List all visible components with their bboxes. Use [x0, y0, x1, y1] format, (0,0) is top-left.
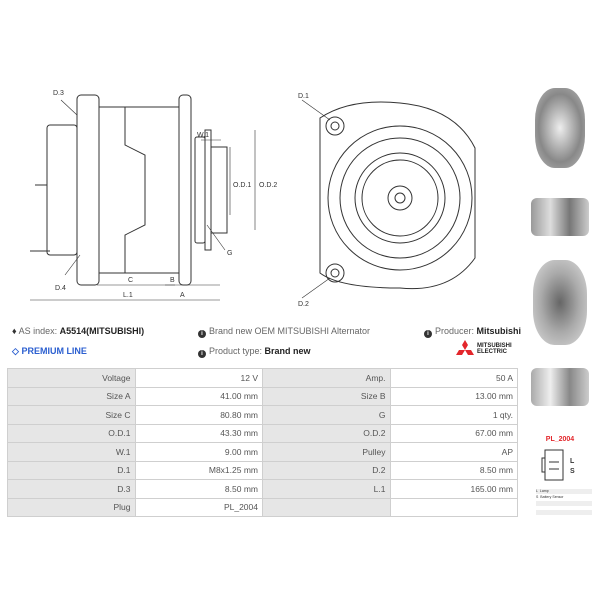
front-view-drawing: D.1 D.2 — [298, 93, 476, 308]
product-photo-front[interactable] — [528, 78, 592, 178]
spec-label: D.1 — [7, 460, 136, 480]
label-a: A — [180, 292, 185, 299]
spec-value: 67.00 mm — [389, 423, 518, 443]
spec-value: 1 qty. — [389, 405, 518, 425]
spec-label: L.1 — [262, 479, 391, 499]
spec-value: PL_2004 — [134, 497, 263, 517]
spec-value — [389, 497, 518, 517]
mitsubishi-electric-logo: MITSUBISHI ELECTRIC — [455, 340, 517, 358]
pin-s: S — [570, 468, 575, 475]
spec-label: Voltage — [7, 368, 136, 388]
plug-name: PL_2004 — [545, 436, 575, 443]
plug-diagram: L S — [541, 449, 575, 481]
spec-label: Size C — [7, 405, 136, 425]
product-photo-side[interactable] — [528, 190, 592, 245]
label-b: B — [170, 277, 175, 284]
pin-l: L — [570, 458, 575, 465]
as-index: ♦ AS index: A5514(MITSUBISHI) — [12, 326, 145, 336]
label-od1: O.D.1 — [233, 182, 251, 189]
spec-label: Pulley — [262, 442, 391, 462]
label-d2: D.2 — [298, 301, 309, 308]
info-icon: i — [198, 330, 206, 338]
spec-value: 43.30 mm — [134, 423, 263, 443]
spec-value: M8x1.25 mm — [134, 460, 263, 480]
premium-line: ◇ PREMIUM LINE — [12, 346, 87, 356]
spec-value: 8.50 mm — [389, 460, 518, 480]
product-photo-rear[interactable] — [528, 255, 592, 350]
spec-label — [262, 497, 391, 517]
spec-label: Amp. — [262, 368, 391, 388]
spec-label: W.1 — [7, 442, 136, 462]
spec-value: AP — [389, 442, 518, 462]
spec-label: O.D.1 — [7, 423, 136, 443]
spec-label: Size A — [7, 386, 136, 406]
spec-label: D.2 — [262, 460, 391, 480]
spec-value: 80.80 mm — [134, 405, 263, 425]
spec-value: 13.00 mm — [389, 386, 518, 406]
spec-value: 12 V — [134, 368, 263, 388]
spec-label: Plug — [7, 497, 136, 517]
product-photo-side-2[interactable] — [528, 360, 592, 415]
side-view-drawing: D.3 D.4 W.1 O.D.1 O.D.2 G C B A L.1 — [30, 90, 277, 301]
mitsubishi-logo-icon — [456, 340, 474, 355]
spec-value: 8.50 mm — [134, 479, 263, 499]
spec-label: G — [262, 405, 391, 425]
spec-label: O.D.2 — [262, 423, 391, 443]
spec-value: 50 A — [389, 368, 518, 388]
spec-value: 165.00 mm — [389, 479, 518, 499]
info-icon: i — [198, 350, 206, 358]
spec-label: Size B — [262, 386, 391, 406]
info-icon: i — [424, 330, 432, 338]
tags-icon: ♦ — [12, 326, 17, 336]
spec-value: 41.00 mm — [134, 386, 263, 406]
plug-legend: L Lamp S Battery Sensor — [536, 489, 592, 515]
label-d1: D.1 — [298, 93, 309, 100]
label-c: C — [128, 277, 133, 284]
label-g: G — [227, 250, 232, 257]
spec-value: 9.00 mm — [134, 442, 263, 462]
label-w1: W.1 — [197, 132, 209, 139]
label-l1: L.1 — [123, 292, 133, 299]
label-d3: D.3 — [53, 90, 64, 97]
label-d4: D.4 — [55, 285, 66, 292]
spec-label: D.3 — [7, 479, 136, 499]
diamond-icon: ◇ — [12, 346, 19, 356]
label-od2: O.D.2 — [259, 182, 277, 189]
